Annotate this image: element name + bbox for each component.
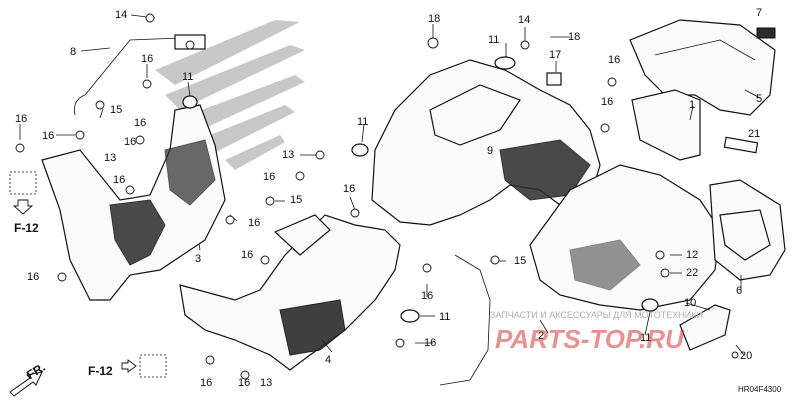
callout: 11 — [640, 332, 651, 344]
callout: 13 — [104, 152, 116, 164]
callout: 11 — [357, 116, 368, 128]
watermark: ЗАПЧАСТИ И АКСЕССУАРЫ ДЛЯ МОТОТЕХНИКИ PA… — [490, 310, 703, 354]
part-rear-fender-lower — [529, 164, 721, 311]
callout: 20 — [740, 350, 752, 362]
callout: 16 — [113, 174, 125, 186]
part-tool-box — [709, 179, 786, 281]
callout: 15 — [110, 104, 122, 116]
callout: 16 — [15, 113, 27, 125]
part-right-mud-guard — [179, 214, 401, 371]
callout: 17 — [549, 49, 561, 61]
part-clip — [756, 27, 776, 39]
callout: 3 — [195, 253, 201, 265]
callout: 7 — [756, 7, 762, 19]
part-clip-17 — [546, 72, 562, 86]
callout: 5 — [756, 93, 762, 105]
part-left-mud-guard — [41, 104, 226, 301]
callout: 16 — [421, 290, 433, 302]
callout: 16 — [263, 171, 275, 183]
ref-label: F-12 — [14, 221, 39, 235]
watermark-line2: PARTS-TOP.RU — [495, 324, 685, 354]
callout: 1 — [689, 99, 695, 111]
callout: 9 — [487, 145, 493, 157]
callout: 11 — [182, 71, 193, 83]
diagram-code: HR04F4300 — [738, 385, 782, 394]
callout: 15 — [514, 255, 526, 267]
callout: 13 — [282, 149, 294, 161]
callout: 10 — [684, 297, 696, 309]
callout: 12 — [686, 249, 698, 261]
callout: 16 — [241, 249, 253, 261]
callout: 14 — [518, 14, 530, 26]
callout: 18 — [568, 31, 580, 43]
callout: 2 — [538, 330, 544, 342]
callout: 6 — [736, 285, 742, 297]
callout: 16 — [42, 130, 54, 142]
grommets — [182, 56, 659, 323]
callout: 8 — [70, 46, 76, 58]
front-label: FR. — [24, 360, 48, 382]
part-top-cover — [629, 19, 776, 116]
callout: 16 — [124, 136, 136, 148]
fasteners — [15, 13, 739, 380]
callout: 16 — [608, 54, 620, 66]
callout-labels: 14 8 16 11 15 16 16 16 16 13 16 3 16 16 … — [15, 7, 762, 389]
callout: 16 — [343, 183, 355, 195]
ref-f12-bottom: F-12 — [88, 354, 167, 378]
callout: 16 — [134, 117, 146, 129]
callout: 11 — [488, 34, 499, 46]
part-strap — [723, 136, 759, 154]
watermark-line1: ЗАПЧАСТИ И АКСЕССУАРЫ ДЛЯ МОТОТЕХНИКИ — [490, 310, 703, 320]
callout: 4 — [325, 354, 331, 366]
callout: 15 — [290, 194, 302, 206]
callout: 16 — [238, 377, 250, 389]
callout: 16 — [200, 377, 212, 389]
callout: 16 — [601, 96, 613, 108]
part-stay-rod-lower — [439, 254, 491, 386]
part-bracket — [631, 89, 701, 161]
callout: 16 — [248, 217, 260, 229]
front-direction-arrow: FR. — [9, 360, 48, 397]
callout: 11 — [439, 311, 450, 323]
ref-label: F-12 — [88, 364, 113, 378]
part-lid — [679, 304, 731, 351]
callout: 16 — [424, 337, 436, 349]
part-rear-fender — [371, 59, 601, 226]
ref-f12-top: F-12 — [9, 171, 39, 235]
callout: 21 — [748, 128, 760, 140]
callout: 16 — [141, 53, 153, 65]
callout: 13 — [260, 377, 272, 389]
callout: 18 — [428, 13, 440, 25]
callout: 22 — [686, 267, 698, 279]
callout: 14 — [115, 9, 127, 21]
callout: 16 — [27, 271, 39, 283]
